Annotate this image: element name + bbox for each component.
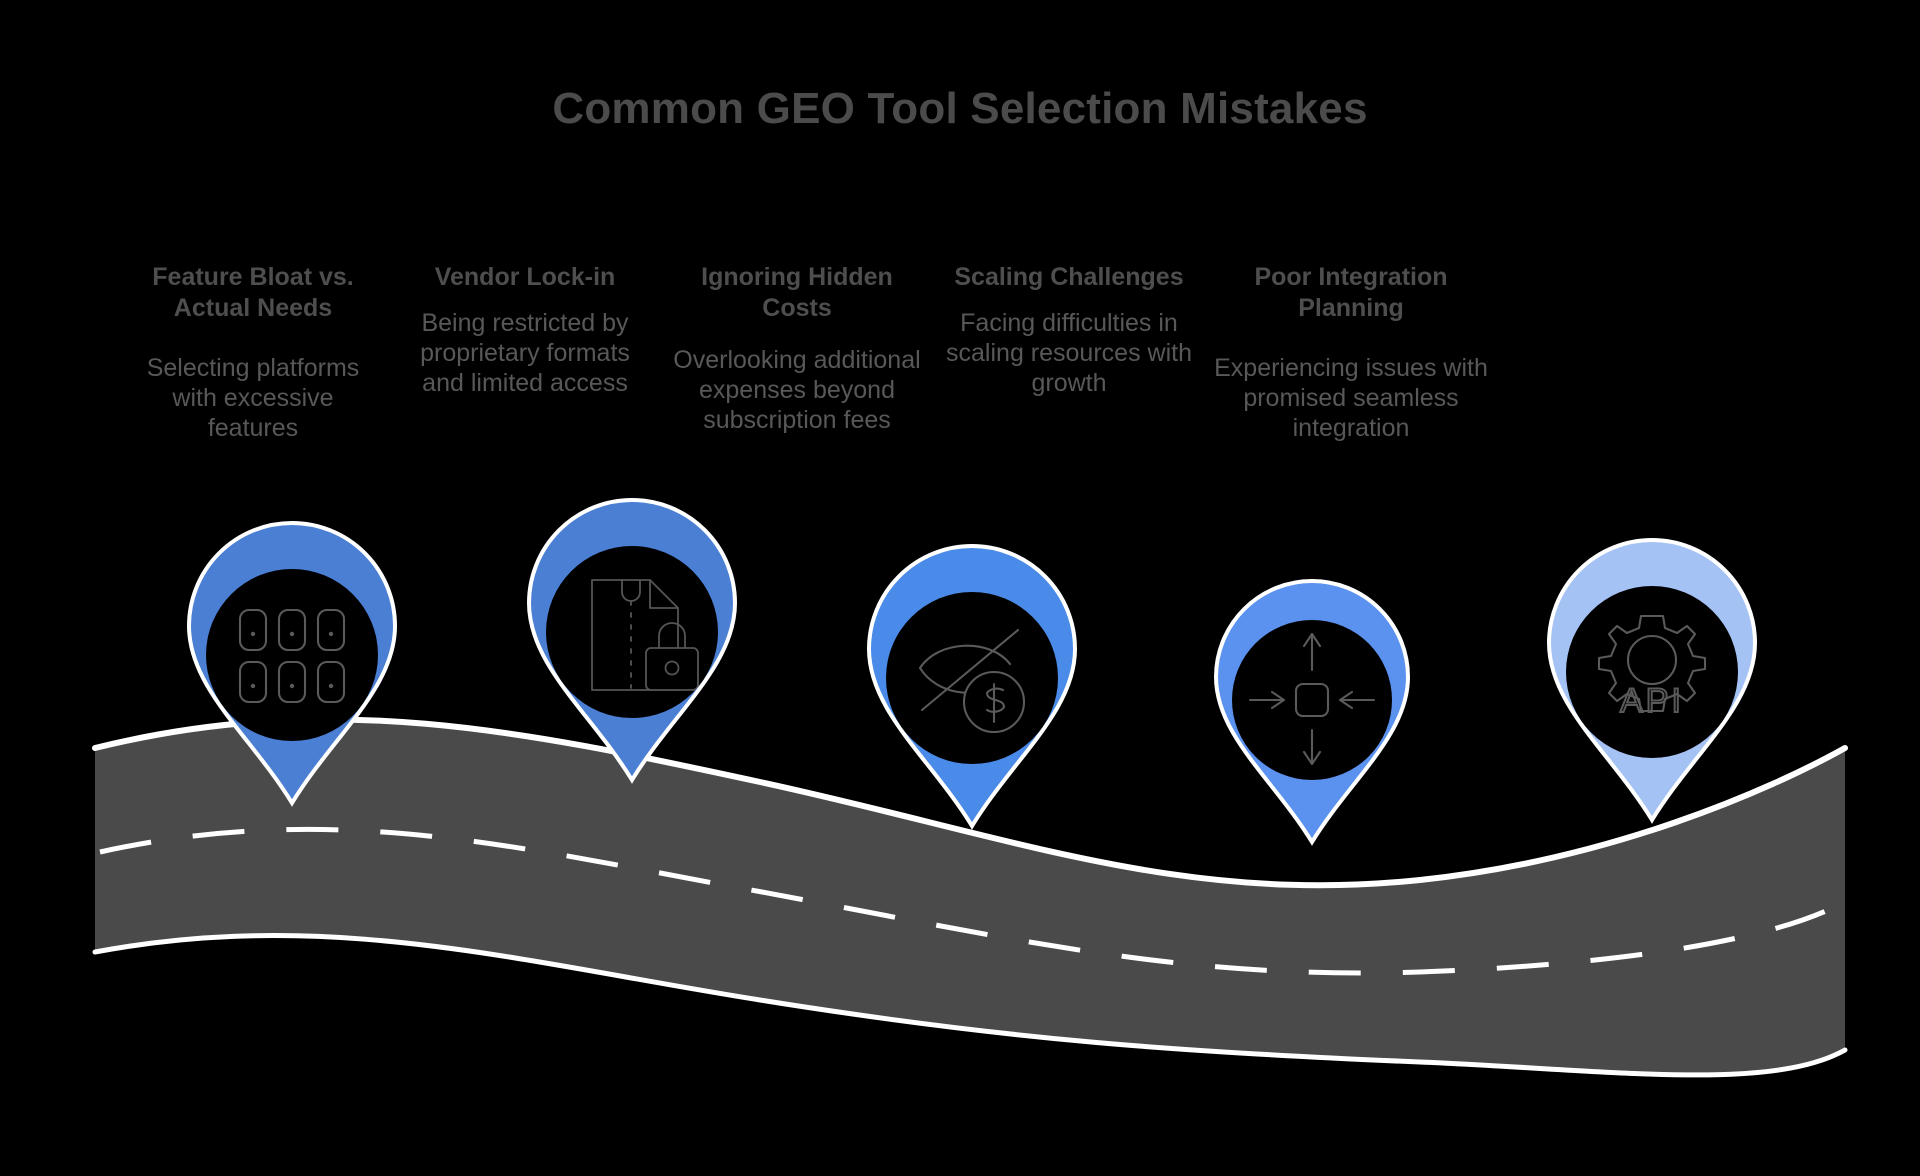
road-edge-top bbox=[92, 716, 1848, 889]
pin-inner-disc-4 bbox=[1232, 620, 1392, 780]
pin-inner-disc-1 bbox=[206, 569, 378, 741]
mistake-heading-4: Scaling Challenges bbox=[954, 263, 1184, 291]
mistake-body-2: Being restricted by proprietary formats … bbox=[420, 308, 630, 397]
mistake-body-3: Overlooking additional expenses beyond s… bbox=[673, 346, 921, 434]
mistake-heading-5: Poor Integration Planning bbox=[1254, 263, 1448, 322]
mistake-column-2: Vendor Lock-in Being restricted by propr… bbox=[396, 262, 654, 398]
map-pin-hidden-costs[interactable] bbox=[866, 544, 1078, 830]
mistake-heading-1: Feature Bloat vs. Actual Needs bbox=[152, 263, 354, 322]
page-title: Common GEO Tool Selection Mistakes bbox=[552, 84, 1368, 133]
mistake-heading-2: Vendor Lock-in bbox=[434, 263, 616, 291]
map-pin-poor-integration[interactable]: API bbox=[1546, 538, 1758, 824]
mistake-heading-3: Ignoring Hidden Costs bbox=[701, 263, 893, 322]
scale-arrows-icon bbox=[1248, 632, 1376, 766]
road-surface bbox=[95, 719, 1845, 1075]
app-grid-icon bbox=[238, 608, 346, 704]
mistake-columns: Feature Bloat vs. Actual Needs Selecting… bbox=[0, 262, 1920, 522]
api-gear-icon: API bbox=[1597, 614, 1707, 721]
map-pin-vendor-lockin[interactable] bbox=[526, 498, 738, 784]
mistake-column-3: Ignoring Hidden Costs Overlooking additi… bbox=[668, 262, 926, 435]
hidden-cost-eye-dollar-icon bbox=[918, 628, 1026, 734]
api-label: API bbox=[1620, 682, 1684, 720]
locked-zip-file-icon bbox=[591, 579, 699, 691]
road bbox=[92, 716, 1850, 1078]
mistake-body-1: Selecting platforms with excessive featu… bbox=[146, 354, 360, 442]
road-center-dashed-line bbox=[99, 826, 1850, 976]
mistake-column-5: Poor Integration Planning Experiencing i… bbox=[1212, 262, 1490, 443]
mistake-body-5: Experiencing issues with promised seamle… bbox=[1214, 354, 1488, 442]
map-pin-scaling-challenges[interactable] bbox=[1213, 579, 1411, 846]
pin-inner-disc-3 bbox=[886, 592, 1058, 764]
mistake-column-1: Feature Bloat vs. Actual Needs Selecting… bbox=[124, 262, 382, 443]
map-pin-feature-bloat[interactable] bbox=[186, 521, 398, 807]
pin-inner-disc-5 bbox=[1566, 586, 1738, 758]
mistake-column-4: Scaling Challenges Facing difficulties i… bbox=[940, 262, 1198, 398]
pin-inner-disc-2 bbox=[546, 546, 718, 718]
mistake-body-4: Facing difficulties in scaling resources… bbox=[946, 308, 1192, 397]
road-edge-bottom bbox=[92, 933, 1848, 1078]
